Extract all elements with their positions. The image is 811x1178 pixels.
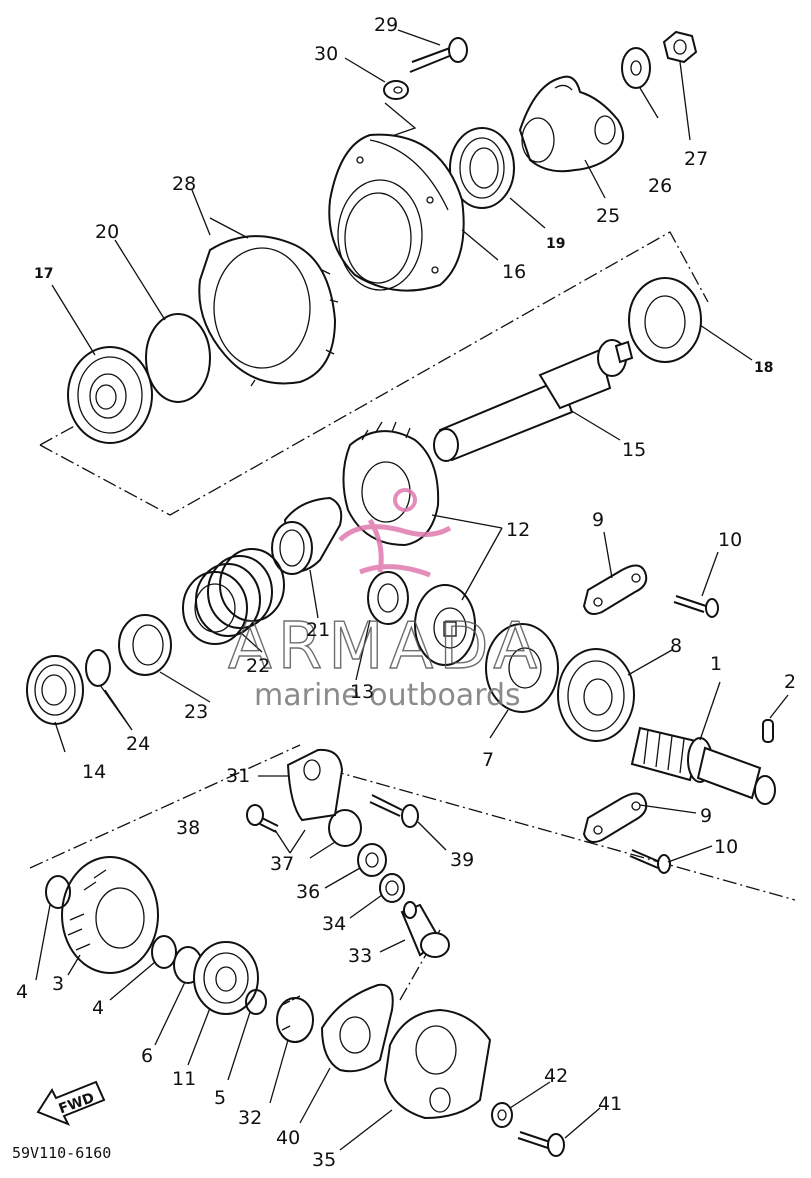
label-16: 16 bbox=[502, 261, 526, 283]
label-1: 1 bbox=[710, 653, 722, 675]
label-9-upper: 9 bbox=[592, 509, 604, 531]
part-8-bearing[interactable] bbox=[557, 648, 635, 742]
part-27-nut[interactable] bbox=[662, 30, 698, 64]
label-2: 2 bbox=[784, 671, 796, 693]
label-8: 8 bbox=[670, 635, 682, 657]
label-26: 26 bbox=[648, 175, 672, 197]
label-14: 14 bbox=[82, 761, 106, 783]
label-37: 37 bbox=[270, 853, 294, 875]
part-33-gear-shaft[interactable] bbox=[400, 901, 450, 958]
part-29-bolt[interactable] bbox=[409, 37, 468, 73]
label-22: 22 bbox=[246, 655, 270, 677]
label-29: 29 bbox=[374, 14, 398, 36]
armada-watermark: ARMADA marine outboards bbox=[227, 488, 543, 713]
label-32: 32 bbox=[238, 1107, 262, 1129]
label-10-upper: 10 bbox=[718, 529, 742, 551]
label-38: 38 bbox=[176, 817, 200, 839]
part-11-bearing[interactable] bbox=[193, 941, 259, 1015]
part-17-bearing[interactable] bbox=[67, 346, 153, 444]
label-6: 6 bbox=[141, 1045, 153, 1067]
part-40-gasket[interactable] bbox=[320, 983, 394, 1073]
part-22-spring[interactable] bbox=[182, 548, 285, 645]
label-18: 18 bbox=[754, 360, 773, 376]
part-25-yoke[interactable] bbox=[518, 75, 625, 173]
part-9-plate-upper[interactable] bbox=[582, 564, 648, 615]
label-40: 40 bbox=[276, 1127, 300, 1149]
part-30-washer[interactable] bbox=[383, 80, 409, 100]
part-16-housing[interactable] bbox=[328, 133, 465, 292]
label-31: 31 bbox=[226, 765, 250, 787]
watermark-brand-name: ARMADA bbox=[228, 610, 543, 684]
label-17: 17 bbox=[34, 266, 53, 282]
label-15: 15 bbox=[622, 439, 646, 461]
diagram-code: 59V110-6160 bbox=[12, 1144, 111, 1162]
part-32-gear[interactable] bbox=[276, 995, 314, 1043]
label-33: 33 bbox=[348, 945, 372, 967]
part-34-washer[interactable] bbox=[379, 873, 405, 903]
label-36: 36 bbox=[296, 881, 320, 903]
label-5: 5 bbox=[214, 1087, 226, 1109]
label-21: 21 bbox=[306, 619, 330, 641]
part-number-labels: 29 30 27 26 25 19 16 28 20 17 18 15 12 9… bbox=[16, 14, 796, 1171]
part-7-shim[interactable] bbox=[485, 623, 559, 713]
label-28: 28 bbox=[172, 173, 196, 195]
part-35-housing[interactable] bbox=[383, 1008, 492, 1120]
label-3: 3 bbox=[52, 973, 64, 995]
part-18-retainer[interactable] bbox=[628, 277, 702, 363]
label-41: 41 bbox=[598, 1093, 622, 1115]
part-3-gear[interactable] bbox=[61, 856, 159, 974]
part-4-clip-right[interactable] bbox=[151, 935, 177, 969]
armada-logo-figure bbox=[338, 488, 452, 578]
part-28-gasket[interactable] bbox=[198, 235, 339, 387]
label-4-left: 4 bbox=[16, 981, 28, 1003]
label-42: 42 bbox=[544, 1065, 568, 1087]
part-1-pinion-shaft[interactable] bbox=[630, 726, 776, 805]
label-25: 25 bbox=[596, 205, 620, 227]
label-7: 7 bbox=[482, 749, 494, 771]
part-12-bevel-gear-front[interactable] bbox=[414, 584, 476, 666]
part-10-screw-upper[interactable] bbox=[673, 595, 719, 618]
label-11: 11 bbox=[172, 1068, 196, 1090]
part-38-bolt[interactable] bbox=[246, 804, 279, 833]
part-13-washer[interactable] bbox=[367, 571, 409, 625]
label-27: 27 bbox=[684, 148, 708, 170]
part-5-ring[interactable] bbox=[245, 989, 267, 1015]
label-30: 30 bbox=[314, 43, 338, 65]
label-4-right: 4 bbox=[92, 997, 104, 1019]
part-24-clip[interactable] bbox=[85, 649, 111, 687]
part-31-bracket[interactable] bbox=[286, 748, 344, 822]
part-26-washer[interactable] bbox=[621, 47, 651, 89]
label-35: 35 bbox=[312, 1149, 336, 1171]
fwd-arrow-icon: FWD bbox=[36, 1080, 106, 1126]
part-36-washer[interactable] bbox=[357, 843, 387, 877]
label-10-lower: 10 bbox=[714, 836, 738, 858]
label-12: 12 bbox=[506, 519, 530, 541]
label-39: 39 bbox=[450, 849, 474, 871]
part-4-clip-left[interactable] bbox=[45, 875, 71, 909]
leader-lines bbox=[35, 29, 789, 1151]
part-14-bearing[interactable] bbox=[26, 655, 84, 725]
watermark-subtitle: marine outboards bbox=[254, 678, 521, 713]
lower-assembly-boundary bbox=[29, 744, 796, 1001]
part-42-washer[interactable] bbox=[491, 1102, 513, 1128]
label-19: 19 bbox=[546, 236, 565, 252]
part-21-sleeve[interactable] bbox=[271, 496, 343, 575]
label-34: 34 bbox=[322, 913, 346, 935]
part-15-shaft[interactable] bbox=[433, 339, 634, 462]
label-24: 24 bbox=[126, 733, 150, 755]
part-23-bushing[interactable] bbox=[118, 614, 172, 676]
part-37-o-ring[interactable] bbox=[328, 809, 362, 847]
label-9-lower: 9 bbox=[700, 805, 712, 827]
part-19-oil-seal[interactable] bbox=[449, 127, 515, 209]
part-2-pin[interactable] bbox=[762, 719, 774, 743]
label-13: 13 bbox=[350, 681, 374, 703]
part-10-screw-lower[interactable] bbox=[629, 849, 671, 874]
part-39-bolt[interactable] bbox=[369, 794, 419, 828]
label-23: 23 bbox=[184, 701, 208, 723]
label-20: 20 bbox=[95, 221, 119, 243]
part-20-o-ring[interactable] bbox=[145, 313, 211, 403]
part-9-plate-lower[interactable] bbox=[582, 792, 648, 843]
part-41-bolt[interactable] bbox=[517, 1131, 565, 1157]
